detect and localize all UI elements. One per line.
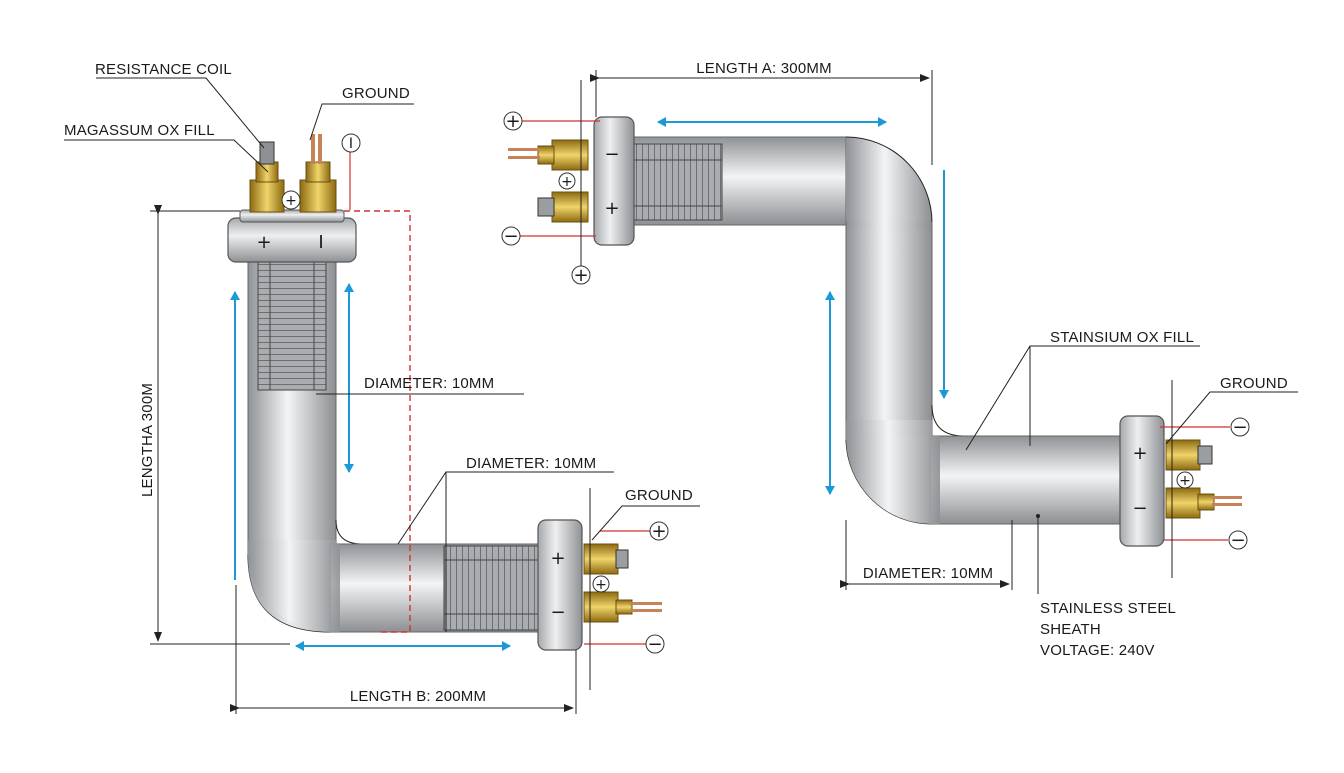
right-wire-mid-plus-circle: [558, 172, 576, 190]
right-left-flange: [593, 116, 635, 246]
left-bottom-mid-circle: [592, 575, 610, 593]
right-vertical-tube: [845, 221, 933, 443]
left-wire-plus-circle: [649, 521, 669, 541]
right-ground-label: GROUND: [1220, 375, 1288, 392]
right-wire-mid-plus-symbol: +: [561, 174, 573, 190]
right-wire-top-plus-symbol: +: [505, 111, 520, 132]
left-top-flange: [227, 217, 357, 263]
right-left-terminal-a: [508, 139, 589, 171]
right-wire-minus-circle: [501, 226, 521, 246]
right-top-elbow: [846, 137, 932, 235]
leader-magnesium-fill: [64, 139, 269, 173]
left-resistance-coil-label: RESISTANCE COIL: [95, 61, 232, 78]
right-wire-r-minus-top-circle: [1230, 417, 1250, 437]
left-magnesium-fill-label: MAGASSUM OX FILL: [64, 122, 215, 139]
leader-right-ground: [1165, 391, 1298, 445]
right-wire-bottom-plus-circle: [571, 265, 591, 285]
left-bottom-mid-symbol: +: [595, 577, 607, 593]
left-top-terminal-a: [249, 141, 285, 213]
left-top-terminal-b: [299, 134, 337, 213]
right-right-terminal-a: [1165, 439, 1213, 471]
left-vertical-length-label: LENGTHA 300M: [139, 383, 156, 497]
leader-ground-bottom: [591, 505, 700, 541]
right-left-flange-minus: −: [604, 144, 619, 165]
left-diameter-lower-label: DIAMETER: 10MM: [466, 455, 596, 472]
left-top-flange-plus: +: [256, 232, 271, 253]
left-wire-plus-symbol: +: [651, 521, 666, 542]
left-heater: + I + + − +: [64, 61, 700, 714]
left-top-terminal-mid-symbol: +: [285, 193, 297, 209]
right-wire-r-minus-bottom-symbol: −: [1230, 530, 1245, 551]
right-left-flange-plus: +: [604, 198, 619, 219]
left-top-right-circle: [341, 133, 361, 153]
left-red-dashed-wire: [344, 210, 411, 633]
right-sheath-line2: SHEATH: [1040, 621, 1101, 638]
left-ground-top-label: GROUND: [342, 85, 410, 102]
right-wire-r-minus-bottom-circle: [1228, 530, 1248, 550]
right-wire-minus-symbol: −: [503, 226, 518, 247]
right-length-a-label: LENGTH A: 300MM: [696, 60, 832, 77]
left-coil-vertical: [257, 261, 327, 391]
left-bottom-flange-plus: +: [550, 548, 565, 569]
right-wire-r-mid-circle: [1176, 471, 1194, 489]
right-sheath-line1: STAINLESS STEEL: [1040, 600, 1176, 617]
leader-stainsium-fill: [965, 345, 1200, 451]
left-bottom-flange: [537, 519, 583, 651]
right-wire-top-plus-circle: [503, 111, 523, 131]
right-wire-r-minus-top-symbol: −: [1232, 417, 1247, 438]
right-voltage-label: VOLTAGE: 240V: [1040, 642, 1155, 659]
left-top-flange-i: I: [318, 232, 323, 253]
left-top-right-circle-symbol: I: [349, 136, 353, 152]
left-coil-horizontal: [443, 545, 541, 631]
left-top-terminal-mid-circle: [281, 190, 301, 210]
right-right-flange: [1119, 415, 1165, 547]
right-right-flange-minus: −: [1132, 498, 1147, 519]
right-wire-bottom-plus-symbol: +: [573, 265, 588, 286]
right-right-flange-plus: +: [1132, 443, 1147, 464]
left-bottom-flange-minus: −: [550, 602, 565, 623]
left-wire-minus-symbol: −: [647, 634, 662, 655]
right-coil: [631, 143, 723, 221]
right-left-terminal-b: [537, 191, 589, 223]
right-bottom-tube: [929, 435, 1125, 525]
right-heater: − + + + − + + −: [501, 60, 1298, 659]
leader-ground-top: [309, 103, 414, 141]
left-ground-bottom-label: GROUND: [625, 487, 693, 504]
right-right-terminal-b: [1165, 487, 1242, 519]
left-bottom-terminal-b: [583, 591, 662, 623]
left-wire-minus-circle: [645, 634, 665, 654]
left-diameter-upper-label: DIAMETER: 10MM: [364, 375, 494, 392]
left-length-b-label: LENGTH B: 200MM: [350, 688, 486, 705]
right-stainsium-fill-label: STAINSIUM OX FILL: [1050, 329, 1194, 346]
left-bottom-terminal-a: [583, 543, 629, 575]
right-diameter-label: DIAMETER: 10MM: [863, 565, 993, 582]
leader-resistance-coil: [96, 77, 265, 149]
right-wire-r-mid-symbol: +: [1179, 473, 1191, 489]
